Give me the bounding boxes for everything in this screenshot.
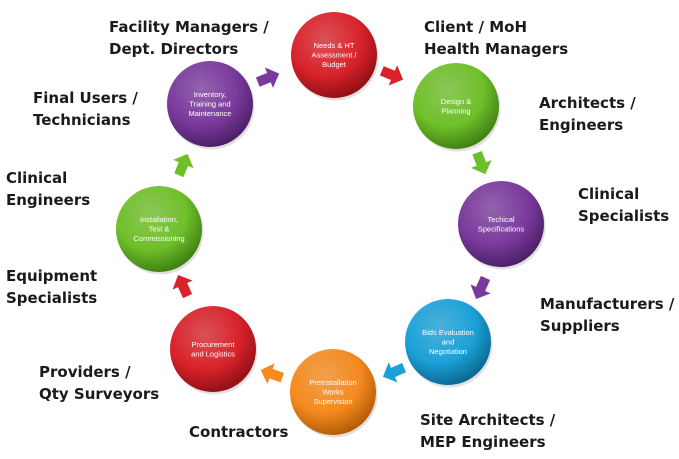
stage-label-line: Installation, [140, 215, 178, 224]
role-line: Health Managers [424, 40, 569, 58]
flow-arrow [382, 362, 407, 383]
node-circle [413, 63, 499, 149]
role-line: Specialists [6, 289, 98, 307]
role-final-users: Final Users / Technicians [33, 87, 138, 131]
role-providers: Providers / Qty Surveyors [39, 361, 159, 405]
stage-label-line: and Logistics [191, 349, 235, 358]
stage-label-line: Specifications [478, 224, 525, 233]
node-circle [170, 306, 256, 392]
stage-label-line: Works [322, 388, 343, 397]
stage-label-line: Commissioning [133, 234, 184, 243]
stage-label-line: Needs & HT [314, 41, 355, 50]
node-circle [291, 12, 377, 98]
role-site-architects: Site Architects / MEP Engineers [420, 409, 555, 453]
stage-label-line: Budget [322, 60, 347, 69]
role-architects: Architects / Engineers [539, 92, 636, 136]
stage-label-line: Techical [487, 215, 514, 224]
role-line: Engineers [539, 116, 624, 134]
flow-arrow [471, 150, 492, 175]
role-line: Clinical [6, 169, 68, 187]
node-circle [458, 181, 544, 267]
node-circle [167, 61, 253, 147]
node-circle [290, 349, 376, 435]
stage-label-line: Planning [441, 106, 470, 115]
stage-node-installation: Installation,Test &Commissioning [116, 186, 204, 275]
role-line: Manufacturers / [540, 295, 675, 313]
stage-label-line: Training and [189, 100, 230, 109]
stage-label-line: Negotiation [429, 347, 467, 356]
role-line: MEP Engineers [420, 433, 546, 451]
role-line: Architects / [539, 94, 636, 112]
stage-label-line: Maintenance [189, 109, 232, 118]
stage-label-line: Inventory, [194, 90, 226, 99]
node-circle [405, 299, 491, 385]
arrow-layer [172, 65, 492, 385]
role-line: Engineers [6, 191, 91, 209]
flow-arrow [260, 363, 285, 385]
role-line: Qty Surveyors [39, 385, 160, 403]
role-line: Dept. Directors [109, 40, 239, 58]
flow-arrow [172, 275, 193, 299]
role-line: Providers / [39, 363, 131, 381]
role-line: Specialists [578, 207, 670, 225]
role-equipment-specialists: Equipment Specialists [6, 265, 97, 309]
role-line: Technicians [33, 111, 131, 129]
role-line: Contractors [189, 423, 289, 441]
role-line: Clinical [578, 185, 640, 203]
role-line: Final Users / [33, 89, 138, 107]
stage-label-line: Procurement [192, 340, 236, 349]
flow-arrow [173, 153, 194, 178]
stage-label-line: PreInstallation [309, 378, 357, 387]
role-clinical-specialists: Clinical Specialists [578, 183, 669, 227]
role-contractors: Contractors [189, 421, 288, 443]
stage-label-line: and [442, 338, 455, 347]
flow-arrow [470, 275, 491, 299]
stage-label-line: Supervision [313, 397, 352, 406]
stage-label-line: Design & [441, 97, 471, 106]
stage-label-line: Bids Evaluation [422, 328, 474, 337]
role-line: Suppliers [540, 317, 620, 335]
role-line: Facility Managers / [109, 18, 269, 36]
role-line: Site Architects / [420, 411, 556, 429]
stage-node-design: Design &Planning [413, 63, 501, 152]
role-clinical-engineers: Clinical Engineers [6, 167, 90, 211]
role-manufacturers: Manufacturers / Suppliers [540, 293, 674, 337]
flow-arrow [379, 65, 404, 86]
role-line: Client / MoH [424, 18, 528, 36]
role-line: Equipment [6, 267, 98, 285]
node-circle [116, 186, 202, 272]
role-facility-managers: Facility Managers / Dept. Directors [109, 16, 269, 60]
stage-label-line: Assessment / [311, 51, 357, 60]
role-client-moh: Client / MoH Health Managers [424, 16, 568, 60]
stage-label-line: Test & [149, 225, 170, 234]
flow-arrow [255, 67, 280, 88]
